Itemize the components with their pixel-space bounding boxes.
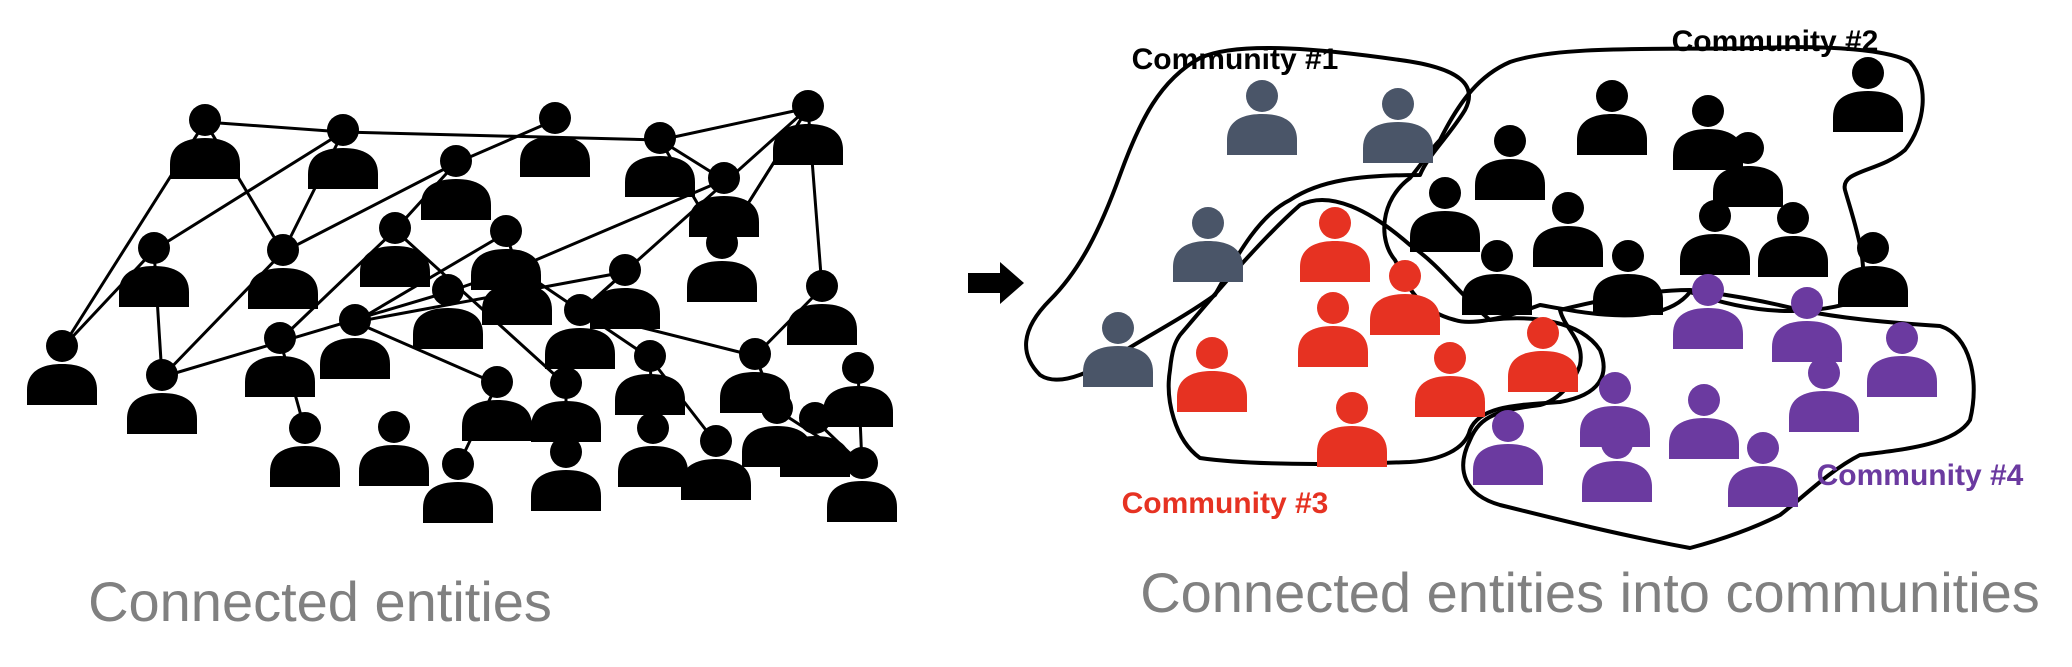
edge-1 bbox=[342, 130, 661, 142]
person-icon-left-9 bbox=[471, 215, 541, 290]
edge-9 bbox=[282, 161, 457, 254]
person-icon-left-21 bbox=[270, 412, 340, 487]
person-icon-c2-7 bbox=[1475, 125, 1545, 200]
community-4-label: Community #4 bbox=[1817, 459, 2024, 492]
person-icon-c4-25 bbox=[1867, 322, 1937, 397]
person-icon-c4-26 bbox=[1789, 357, 1859, 432]
person-icon-left-24 bbox=[615, 340, 685, 415]
community-1-label: Community #1 bbox=[1132, 43, 1339, 76]
person-icon-left-11 bbox=[27, 330, 97, 405]
edge-0 bbox=[204, 120, 344, 134]
person-icon-c2-6 bbox=[1833, 57, 1903, 132]
person-icon-left-5 bbox=[773, 90, 843, 165]
right-caption: Connected entities into communities bbox=[1140, 561, 2040, 624]
person-icon-c3-20 bbox=[1415, 342, 1485, 417]
person-icon-c1-0 bbox=[1227, 80, 1297, 155]
person-icon-left-27 bbox=[531, 436, 601, 511]
edge-39 bbox=[161, 290, 449, 379]
left-people bbox=[27, 90, 897, 523]
person-icon-c2-11 bbox=[1680, 200, 1750, 275]
left-caption: Connected entities bbox=[88, 570, 552, 633]
person-icon-c1-2 bbox=[1173, 207, 1243, 282]
person-icon-c2-9 bbox=[1533, 192, 1603, 267]
person-icon-c2-15 bbox=[1593, 240, 1663, 315]
edge-10 bbox=[60, 248, 156, 350]
community-3-outline bbox=[1166, 198, 1606, 466]
person-icon-left-8 bbox=[360, 212, 430, 287]
person-icon-c4-23 bbox=[1673, 274, 1743, 349]
person-icon-left-10 bbox=[689, 162, 759, 237]
person-icon-left-3 bbox=[520, 102, 590, 177]
person-icon-c2-5 bbox=[1673, 95, 1743, 170]
person-icon-c2-4 bbox=[1577, 80, 1647, 155]
person-icon-c3-16 bbox=[1300, 207, 1370, 282]
left-panel: Connected entities bbox=[27, 90, 897, 633]
edge-2 bbox=[659, 106, 809, 142]
edge-13 bbox=[278, 228, 397, 342]
person-icon-c2-10 bbox=[1410, 177, 1480, 252]
right-panel: Community #1 Community #2 Community #3 C… bbox=[1024, 25, 2040, 624]
person-icon-left-18 bbox=[687, 227, 757, 302]
person-icon-left-26 bbox=[423, 448, 493, 523]
person-icon-c3-22 bbox=[1317, 392, 1387, 467]
person-icon-c1-1 bbox=[1363, 88, 1433, 163]
person-icon-c2-13 bbox=[1838, 232, 1908, 307]
person-icon-left-32 bbox=[823, 352, 893, 427]
person-icon-c1-3 bbox=[1083, 312, 1153, 387]
person-icon-c4-28 bbox=[1669, 384, 1739, 459]
person-icon-left-19 bbox=[787, 270, 857, 345]
person-icon-c3-17 bbox=[1370, 260, 1440, 335]
person-icon-left-22 bbox=[462, 366, 532, 441]
right-people bbox=[1083, 57, 1937, 507]
edge-3 bbox=[455, 118, 556, 165]
person-icon-left-7 bbox=[248, 234, 318, 309]
community-3-label: Community #3 bbox=[1122, 487, 1329, 520]
person-icon-left-29 bbox=[681, 425, 751, 500]
edge-26 bbox=[354, 320, 498, 386]
person-icon-c4-24 bbox=[1772, 287, 1842, 362]
person-icon-left-25 bbox=[531, 367, 601, 442]
person-icon-left-14 bbox=[320, 304, 390, 379]
person-icon-left-0 bbox=[170, 104, 240, 179]
person-icon-c3-19 bbox=[1177, 337, 1247, 412]
person-icon-c3-18 bbox=[1298, 292, 1368, 367]
person-icon-left-28 bbox=[618, 412, 688, 487]
edge-6 bbox=[153, 130, 344, 252]
person-icon-left-1 bbox=[308, 114, 378, 189]
person-icon-left-17 bbox=[590, 254, 660, 329]
community-2-label: Community #2 bbox=[1672, 25, 1879, 58]
edge-14 bbox=[354, 231, 507, 324]
person-icon-c2-12 bbox=[1758, 202, 1828, 277]
right-arrow-icon bbox=[968, 262, 1024, 304]
person-icon-left-2 bbox=[421, 145, 491, 220]
person-icon-left-20 bbox=[359, 411, 429, 486]
